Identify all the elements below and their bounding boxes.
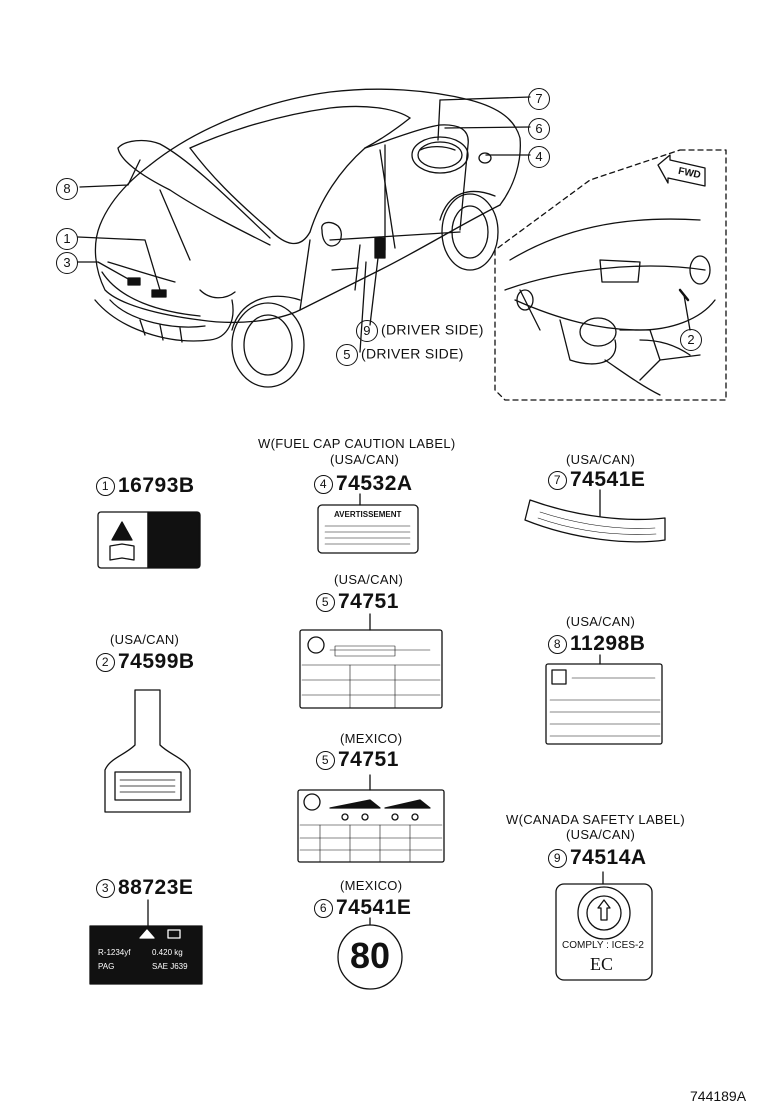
cond-74541E-mexico: (MEXICO)	[340, 878, 403, 893]
label-art-74751-usa	[299, 613, 443, 709]
cond2-74514A: (USA/CAN)	[566, 827, 636, 842]
cond2-74532A: (USA/CAN)	[330, 452, 400, 467]
label-art-88723E	[89, 899, 203, 985]
callout-1: 1	[56, 228, 78, 250]
label-art-16793B	[97, 511, 201, 569]
callout-8: 8	[56, 178, 78, 200]
callout-3: 3	[56, 252, 78, 274]
cond-11298B: (USA/CAN)	[566, 614, 636, 629]
ac-oil: PAG	[98, 962, 115, 971]
label-art-74514A	[555, 871, 653, 981]
callout-7: 7	[528, 88, 550, 110]
fuel-cap-title: AVERTISSEMENT	[334, 510, 402, 519]
label-art-74751-mexico	[297, 774, 445, 863]
callout-2: 2	[680, 329, 702, 351]
cond1-74532A: W(FUEL CAP CAUTION LABEL)	[258, 436, 456, 451]
cond1-74514A: W(CANADA SAFETY LABEL)	[506, 812, 686, 827]
ac-refrigerant: R-1234yf	[98, 948, 131, 957]
car-illustration	[94, 88, 521, 388]
canada-mark: EC	[590, 954, 614, 974]
driver-side-callout-9: 9(DRIVER SIDE)	[356, 320, 484, 342]
dashboard-inset	[494, 149, 727, 401]
canada-comply: COMPLY : ICES-2	[562, 940, 644, 951]
cond-74751-usa: (USA/CAN)	[334, 572, 404, 587]
label-art-74532A	[317, 493, 419, 554]
label-art-74541E-usa	[524, 489, 666, 543]
label-art-11298B	[545, 654, 663, 745]
driver-side-callout-5: 5(DRIVER SIDE)	[336, 344, 464, 366]
speed-value: 80	[350, 935, 391, 976]
cond-74599B: (USA/CAN)	[110, 632, 180, 647]
ac-amount: 0.420 kg	[152, 948, 183, 957]
callout-6: 6	[528, 118, 550, 140]
cond-74541E-usa: (USA/CAN)	[566, 452, 636, 467]
ac-std: SAE J639	[152, 962, 188, 971]
diagram-code: 744189A	[690, 1088, 747, 1104]
cond-74751-mexico: (MEXICO)	[340, 731, 403, 746]
callout-4: 4	[528, 146, 550, 168]
label-art-74541E-mexico	[337, 917, 403, 990]
leader-lines	[77, 96, 531, 353]
label-art-74599B	[104, 689, 191, 813]
